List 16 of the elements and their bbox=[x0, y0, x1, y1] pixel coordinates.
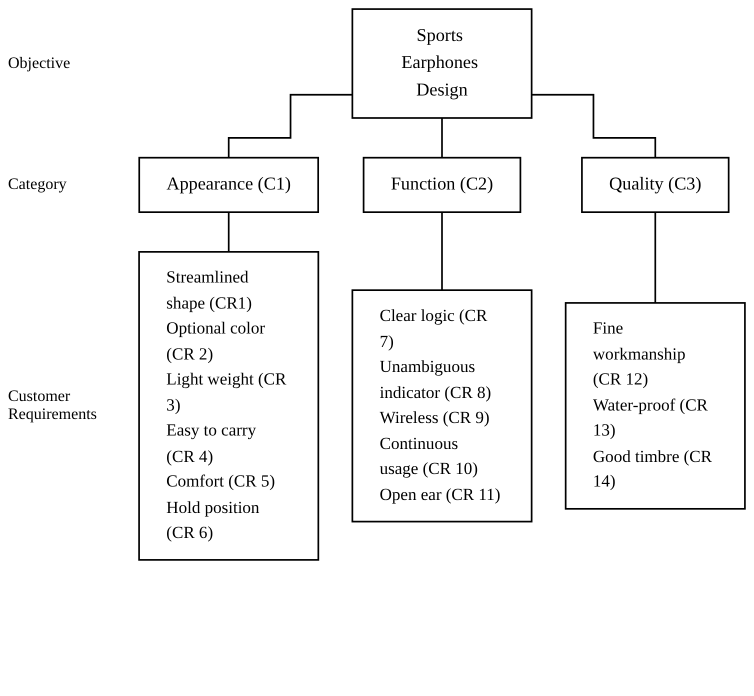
node-box: Sports Earphones Design bbox=[352, 8, 532, 119]
node-box: Function (C2) bbox=[362, 156, 522, 213]
connector bbox=[228, 94, 352, 159]
connector bbox=[532, 94, 656, 159]
connector bbox=[228, 211, 230, 253]
connector bbox=[441, 117, 443, 159]
node-box: Fine workmanship (CR 12) Water-proof (CR 13) Good timbre (CR 14) bbox=[564, 302, 746, 510]
node-box: Appearance (C1) bbox=[138, 156, 320, 213]
node-box: Streamlined shape (CR1) Optional color (CR 2) Light weight (CR 3) Easy to carry (CR 4) Comfort (CR 5) Hold position (CR 6) bbox=[138, 251, 320, 561]
node-box: Quality (C3) bbox=[581, 156, 730, 213]
node-box: Clear logic (CR 7) Unambiguous indicator (CR 8) Wireless (CR 9) Continuous usage (CR 10) Open ear (CR 11) bbox=[352, 289, 532, 522]
level-label: Objective bbox=[8, 54, 72, 73]
level-label: Customer Requirements bbox=[8, 388, 98, 424]
connector bbox=[654, 211, 656, 304]
connector bbox=[441, 211, 443, 291]
level-label: Category bbox=[8, 176, 68, 194]
